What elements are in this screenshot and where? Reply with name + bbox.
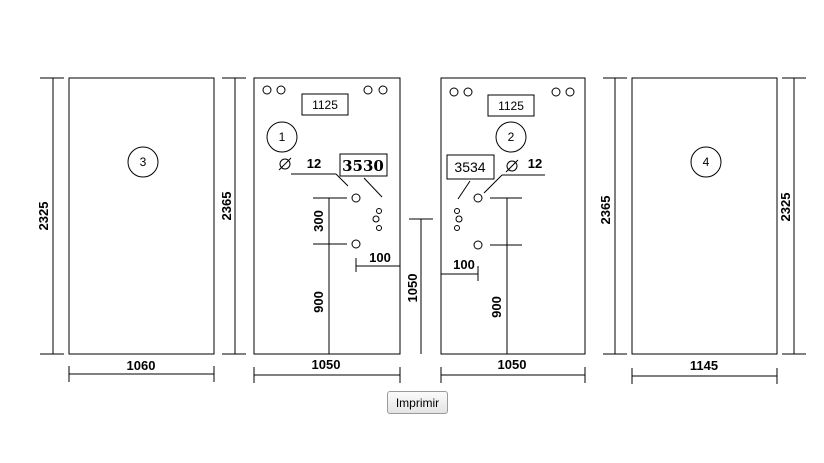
panel-2: 1125 2 12 3534 900 100 1050 [440,77,586,383]
panel-1-box-3530-text: 3530 [342,157,384,175]
hole [363,85,373,95]
panel-1-width-dim: 1050 [312,357,341,372]
hole [565,87,575,97]
hole [351,239,361,249]
panel-2-box-3534-text: 3534 [454,159,485,175]
hole [378,85,388,95]
panel-2-label-box-text: 1125 [498,99,524,113]
panel-2-outline [440,77,586,355]
hole [376,208,382,214]
panel-1-height-dim: 2365 [219,192,234,221]
panel-2-mark-12: 12 [528,156,542,171]
panel-2-label-box [487,94,535,117]
panel-2-number-circle [495,121,527,153]
panel-1-dim-900: 900 [311,291,326,313]
hole [551,87,561,97]
panel-3-outline [68,77,215,355]
panel-1-label-box-text: 1125 [312,98,338,112]
panel-4-number-circle [690,146,722,178]
panel-1-mark-12: 12 [307,156,321,171]
panel-3-height-dim: 2325 [36,202,51,231]
hole [376,225,382,231]
panel-4-outline [631,77,778,355]
panel-2-width-dim: 1050 [498,357,527,372]
middle-dimension: 1050 [405,218,433,354]
panel-1-outline [253,77,401,355]
panel-4-width-dim: 1145 [690,358,718,373]
hole [463,87,473,97]
hole [276,85,286,95]
panel-3-width-dim: 1060 [127,358,156,373]
hole [372,215,380,223]
panel-2-number: 2 [508,130,515,144]
panel-4-height-right-dim: 2325 [778,193,793,222]
panel-1-number: 1 [279,130,286,144]
panel-3: 3 2325 1060 [36,77,215,382]
panel-1: 1125 1 12 3530 300 900 100 2365 [219,77,401,383]
hole [351,193,361,203]
panel-3-number-circle [127,146,159,178]
panel-1-dim-300: 300 [311,210,326,232]
panel-1-dim-100: 100 [369,250,391,265]
hole [449,87,459,97]
panel-2-dim-900: 900 [489,296,504,318]
print-button[interactable]: Imprimir [387,391,448,414]
panel-1-box-3530 [339,153,388,177]
middle-dim-1050: 1050 [405,274,420,303]
panel-4-number: 4 [703,155,710,169]
panel-2-box-3534 [446,154,495,180]
hole [262,85,272,95]
panel-2-dim-100: 100 [453,257,475,272]
hole [454,225,460,231]
hole [473,240,483,250]
hole [473,193,483,203]
panel-4-height-left-dim: 2365 [598,196,613,225]
panel-3-number: 3 [140,155,147,169]
hole [455,215,463,223]
panel-1-number-circle [266,121,298,153]
panel-4: 4 2365 2325 1145 [598,77,806,384]
panel-1-label-box [301,93,349,116]
hole [454,208,460,214]
